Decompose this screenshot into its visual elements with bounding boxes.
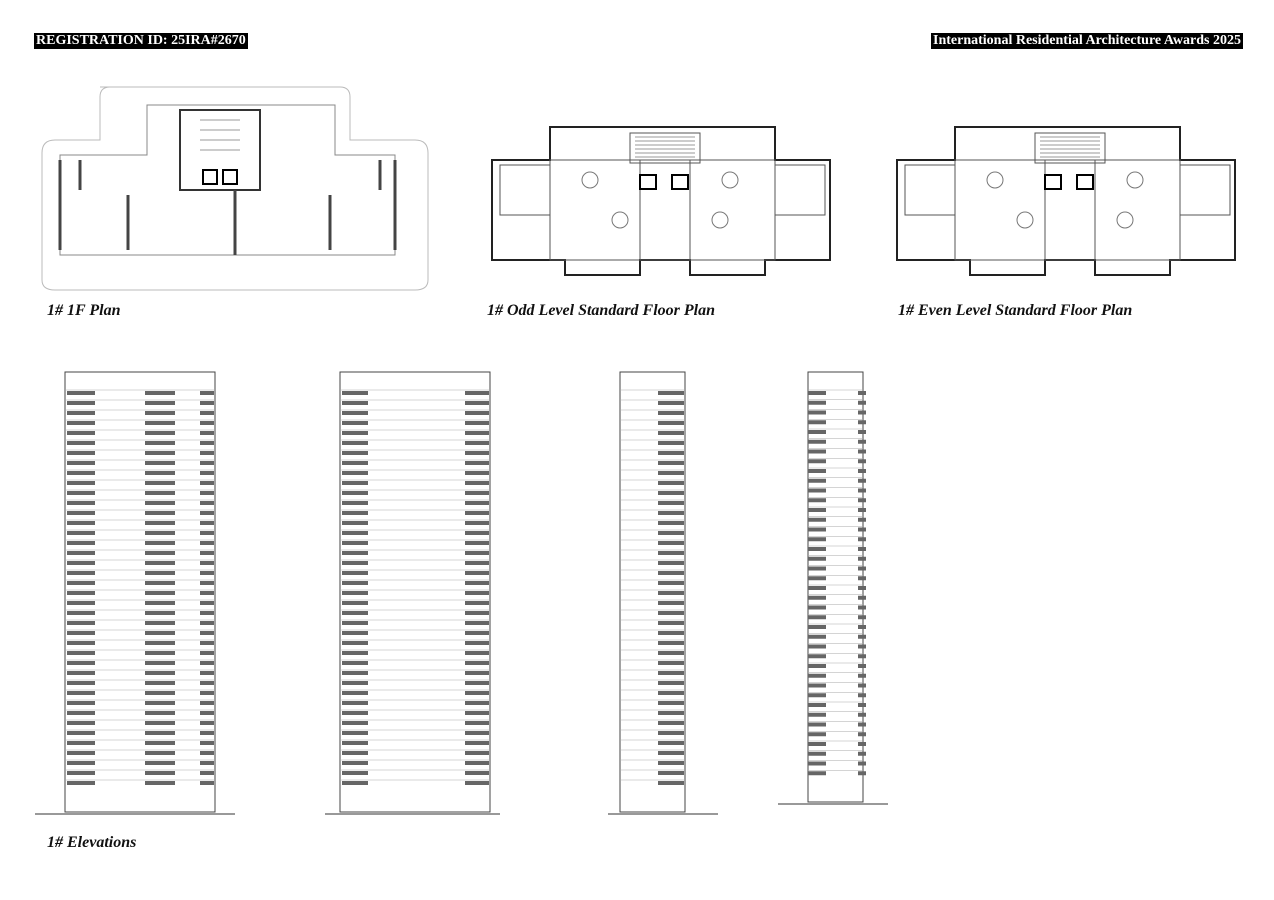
elevations-caption: 1# Elevations <box>47 834 137 851</box>
even-level-plan-caption: 1# Even Level Standard Floor Plan <box>898 302 1133 319</box>
side-elevation-right-drawing <box>778 371 888 805</box>
even-level-floor-plan-drawing <box>896 126 1236 276</box>
first-floor-plan-drawing <box>41 86 429 291</box>
award-title-label: International Residential Architecture A… <box>931 33 1243 49</box>
rear-elevation-drawing <box>325 371 500 815</box>
odd-level-floor-plan-drawing <box>491 126 831 276</box>
registration-id-label: REGISTRATION ID: 25IRA#2670 <box>34 33 248 49</box>
first-floor-plan-caption: 1# 1F Plan <box>47 302 121 319</box>
front-elevation-drawing <box>35 371 235 815</box>
odd-level-plan-caption: 1# Odd Level Standard Floor Plan <box>487 302 716 319</box>
side-elevation-left-drawing <box>608 371 718 815</box>
